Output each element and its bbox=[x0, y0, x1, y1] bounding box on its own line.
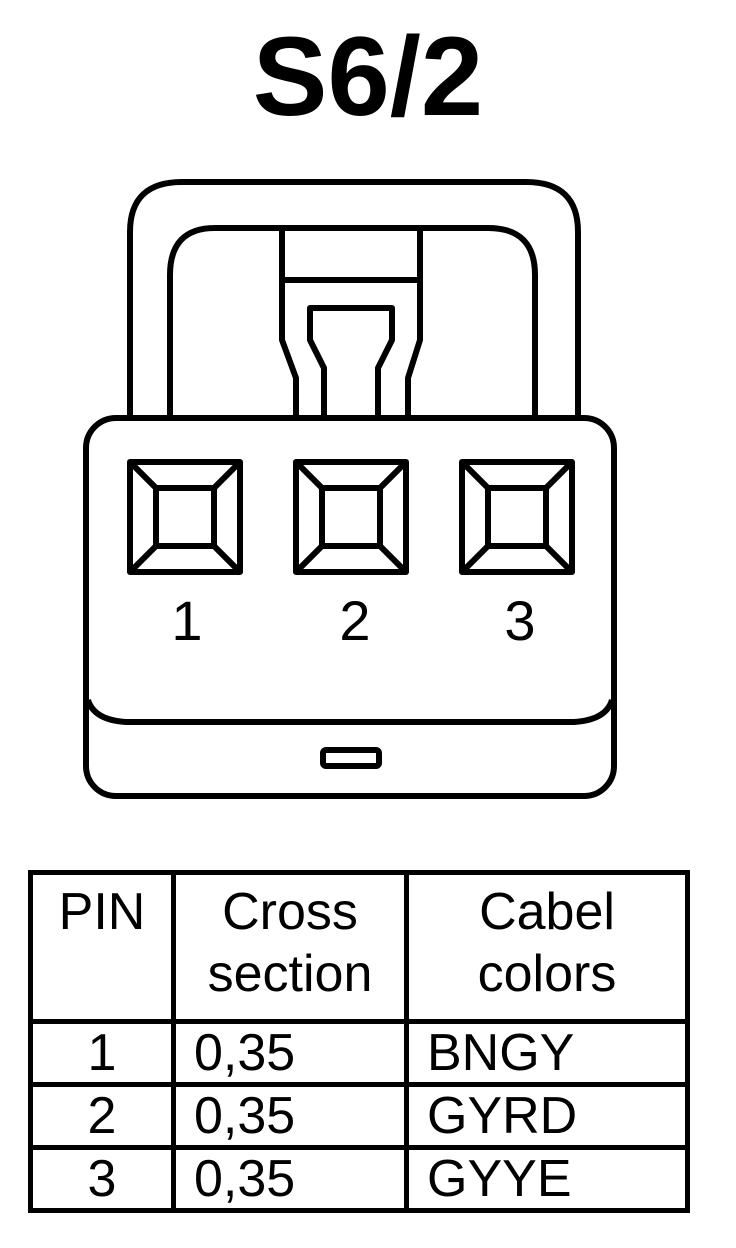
cell-pin: 3 bbox=[28, 1145, 176, 1213]
latch-tab bbox=[279, 228, 423, 418]
pin-label-1: 1 bbox=[171, 589, 202, 652]
pin-label-3: 3 bbox=[504, 589, 535, 652]
latch-arch-inner bbox=[167, 225, 538, 418]
header-pin: PIN bbox=[28, 870, 176, 1024]
table-header-row: PIN Cross section Cabel colors bbox=[28, 870, 690, 1024]
pin-cavity-3 bbox=[459, 459, 575, 575]
cell-colors: BNGY bbox=[404, 1019, 690, 1087]
latch-tongue bbox=[307, 305, 395, 418]
table-row: 3 0,35 GYYE bbox=[28, 1145, 690, 1213]
table-row: 2 0,35 GYRD bbox=[28, 1082, 690, 1150]
table-row: 1 0,35 BNGY bbox=[28, 1019, 690, 1087]
pin-label-2: 2 bbox=[339, 589, 370, 652]
housing-body bbox=[83, 415, 617, 799]
pin-cavity-1 bbox=[127, 459, 243, 575]
header-cross-section: Cross section bbox=[171, 870, 409, 1024]
cell-colors: GYRD bbox=[404, 1082, 690, 1150]
header-cable-colors: Cabel colors bbox=[404, 870, 690, 1024]
coding-slot bbox=[320, 747, 382, 769]
cell-colors: GYYE bbox=[404, 1145, 690, 1213]
cell-pin: 2 bbox=[28, 1082, 176, 1150]
cell-cross-section: 0,35 bbox=[171, 1019, 409, 1087]
connector-diagram: 1 2 3 bbox=[83, 179, 617, 799]
cell-pin: 1 bbox=[28, 1019, 176, 1087]
cell-cross-section: 0,35 bbox=[171, 1082, 409, 1150]
latch-arch-outer bbox=[127, 179, 581, 418]
pin-cavity-2 bbox=[293, 459, 409, 575]
pin-assignment-table: PIN Cross section Cabel colors 1 0,35 BN… bbox=[28, 870, 690, 1213]
housing-bottom-ledge bbox=[85, 698, 615, 725]
cell-cross-section: 0,35 bbox=[171, 1145, 409, 1213]
connector-title: S6/2 bbox=[252, 14, 484, 139]
